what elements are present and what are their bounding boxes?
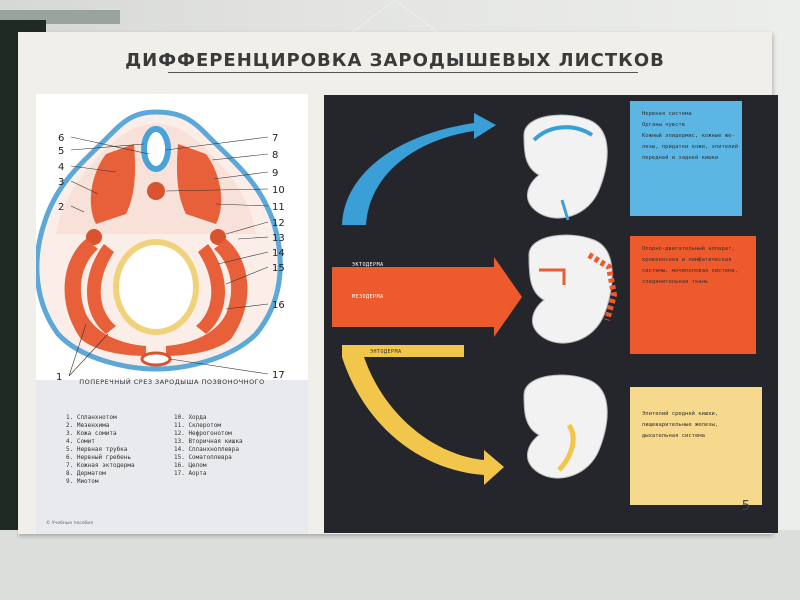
endoderm-line: дыхательная система [642,433,705,439]
title-rule [168,72,638,73]
legend-item: 17. Аорта [174,470,207,477]
wall-bottom [0,530,800,600]
legend-item: 2. Мезенхима [66,422,110,429]
poster-title: ДИФФЕРЕНЦИРОВКА ЗАРОДЫШЕВЫХ ЛИСТКОВ [125,50,665,71]
endoderm-line: Эпителий средней кишки, [642,411,719,417]
label-14: 14 [272,248,285,259]
cross-section-panel: 6 5 4 3 2 7 8 9 10 11 12 13 14 15 16 17 … [34,94,308,534]
copyright: © Учебные пособия [46,521,93,526]
legend-item: 4. Сомит [66,438,95,445]
legend-item: 1. Спланхнотом [66,414,117,421]
ectoderm-line: Органы чувств [642,122,686,128]
label-8: 8 [272,150,278,161]
endoderm-arrow [342,345,504,485]
endoderm-label: ЭНТОДЕРМА [370,349,402,355]
somite-left [90,144,136,224]
legend-item: 7. Кожная эктодерма [66,462,135,469]
neural-tube [141,126,171,172]
embryo-endoderm [523,374,608,479]
nephrotome-right [210,229,226,245]
mesoderm-line: системы, мочеполовая система, [642,268,739,274]
label-1: 1 [56,372,62,380]
label-10: 10 [272,185,285,196]
ectoderm-derivatives-box: Нервная система Органы чувств Кожный эпи… [630,101,742,216]
legend-item: 9. Миотом [66,478,99,485]
label-11: 11 [272,202,285,213]
legend-item: 15. Соматоплевра [174,454,232,461]
hanging-string [349,0,441,35]
legend-right-column: 10. Хорда 11. Склеротом 12. Нефрогонотом… [174,414,304,478]
label-5: 5 [58,146,64,157]
label-17: 17 [272,370,285,380]
legend-left-column: 1. Спланхнотом 2. Мезенхима 3. Кожа соми… [66,414,196,486]
label-15: 15 [272,263,285,274]
nephrotome-left [86,229,102,245]
label-7: 7 [272,133,278,144]
ectoderm-line: Нервная система [642,111,692,117]
ectoderm-arrow [342,113,496,225]
ectoderm-label: ЭКТОДЕРМА [352,262,384,268]
somite-right [176,144,222,224]
legend-item: 6. Нервный гребень [66,454,132,461]
ectoderm-line: Кожный эпидермис, кожные же- [642,133,735,139]
ectoderm-line: лезы, придатки кожи, эпителий [642,144,739,150]
label-12: 12 [272,218,285,229]
cross-section-diagram: 6 5 4 3 2 7 8 9 10 11 12 13 14 15 16 17 … [34,94,308,383]
secondary-gut [113,239,199,335]
somatopleure-right [196,244,226,334]
somatopleure-left [86,244,116,334]
embryo-mesoderm [528,234,618,344]
diagram-caption: ПОПЕРЕЧНЫЙ СРЕЗ ЗАРОДЫША ПОЗВОНОЧНОГО [79,378,265,386]
germ-layer-arrows [332,113,618,485]
legend-item: 8. Дерматом [66,470,106,477]
legend-item: 16. Целом [174,462,207,469]
endoderm-line: пищеварительные железы, [642,422,719,428]
legend-item: 12. Нефрогонотом [174,430,232,437]
mesoderm-arrow [332,257,522,337]
legend-item: 3. Кожа сомита [66,430,117,437]
label-16: 16 [272,300,285,311]
legend-item: 5. Нервная трубка [66,446,128,453]
germ-layers-panel: ЭКТОДЕРМА МЕЗОДЕРМА ЭНТОДЕРМА Нервная си… [324,95,778,533]
mesoderm-line: Опорно-двигательный аппарат, [642,246,735,252]
label-9: 9 [272,168,278,179]
legend-item: 14. Спланхноплевра [174,446,240,453]
label-4: 4 [58,162,64,173]
legend-item: 11. Склеротом [174,422,221,429]
mesoderm-label: МЕЗОДЕРМА [352,294,384,300]
label-3: 3 [58,177,64,188]
mesoderm-line: соединительная ткань [642,279,709,285]
label-13: 13 [272,233,285,244]
cross-section-illustration: 6 5 4 3 2 7 8 9 10 11 12 13 14 15 16 17 … [34,109,285,383]
mesoderm-line: кровеносная и лимфатическая [642,257,732,263]
legend-item: 10. Хорда [174,414,207,421]
splanchnopleure-right [166,239,248,356]
embryo-ectoderm [523,114,608,221]
legend-item: 13. Вторичная кишка [174,438,243,445]
label-6: 6 [58,133,64,144]
mesoderm-derivatives-box: Опорно-двигательный аппарат, кровеносная… [630,236,756,354]
poster: ДИФФЕРЕНЦИРОВКА ЗАРОДЫШЕВЫХ ЛИСТКОВ [18,32,778,534]
page-number: 5 [741,499,750,514]
ectoderm-line: передней и задней кишки [642,155,719,161]
leader-lines [68,136,269,377]
aorta [140,351,172,367]
label-2: 2 [58,202,64,213]
notochord [147,182,165,200]
endoderm-derivatives-box: Эпителий средней кишки, пищеварительные … [630,387,762,505]
